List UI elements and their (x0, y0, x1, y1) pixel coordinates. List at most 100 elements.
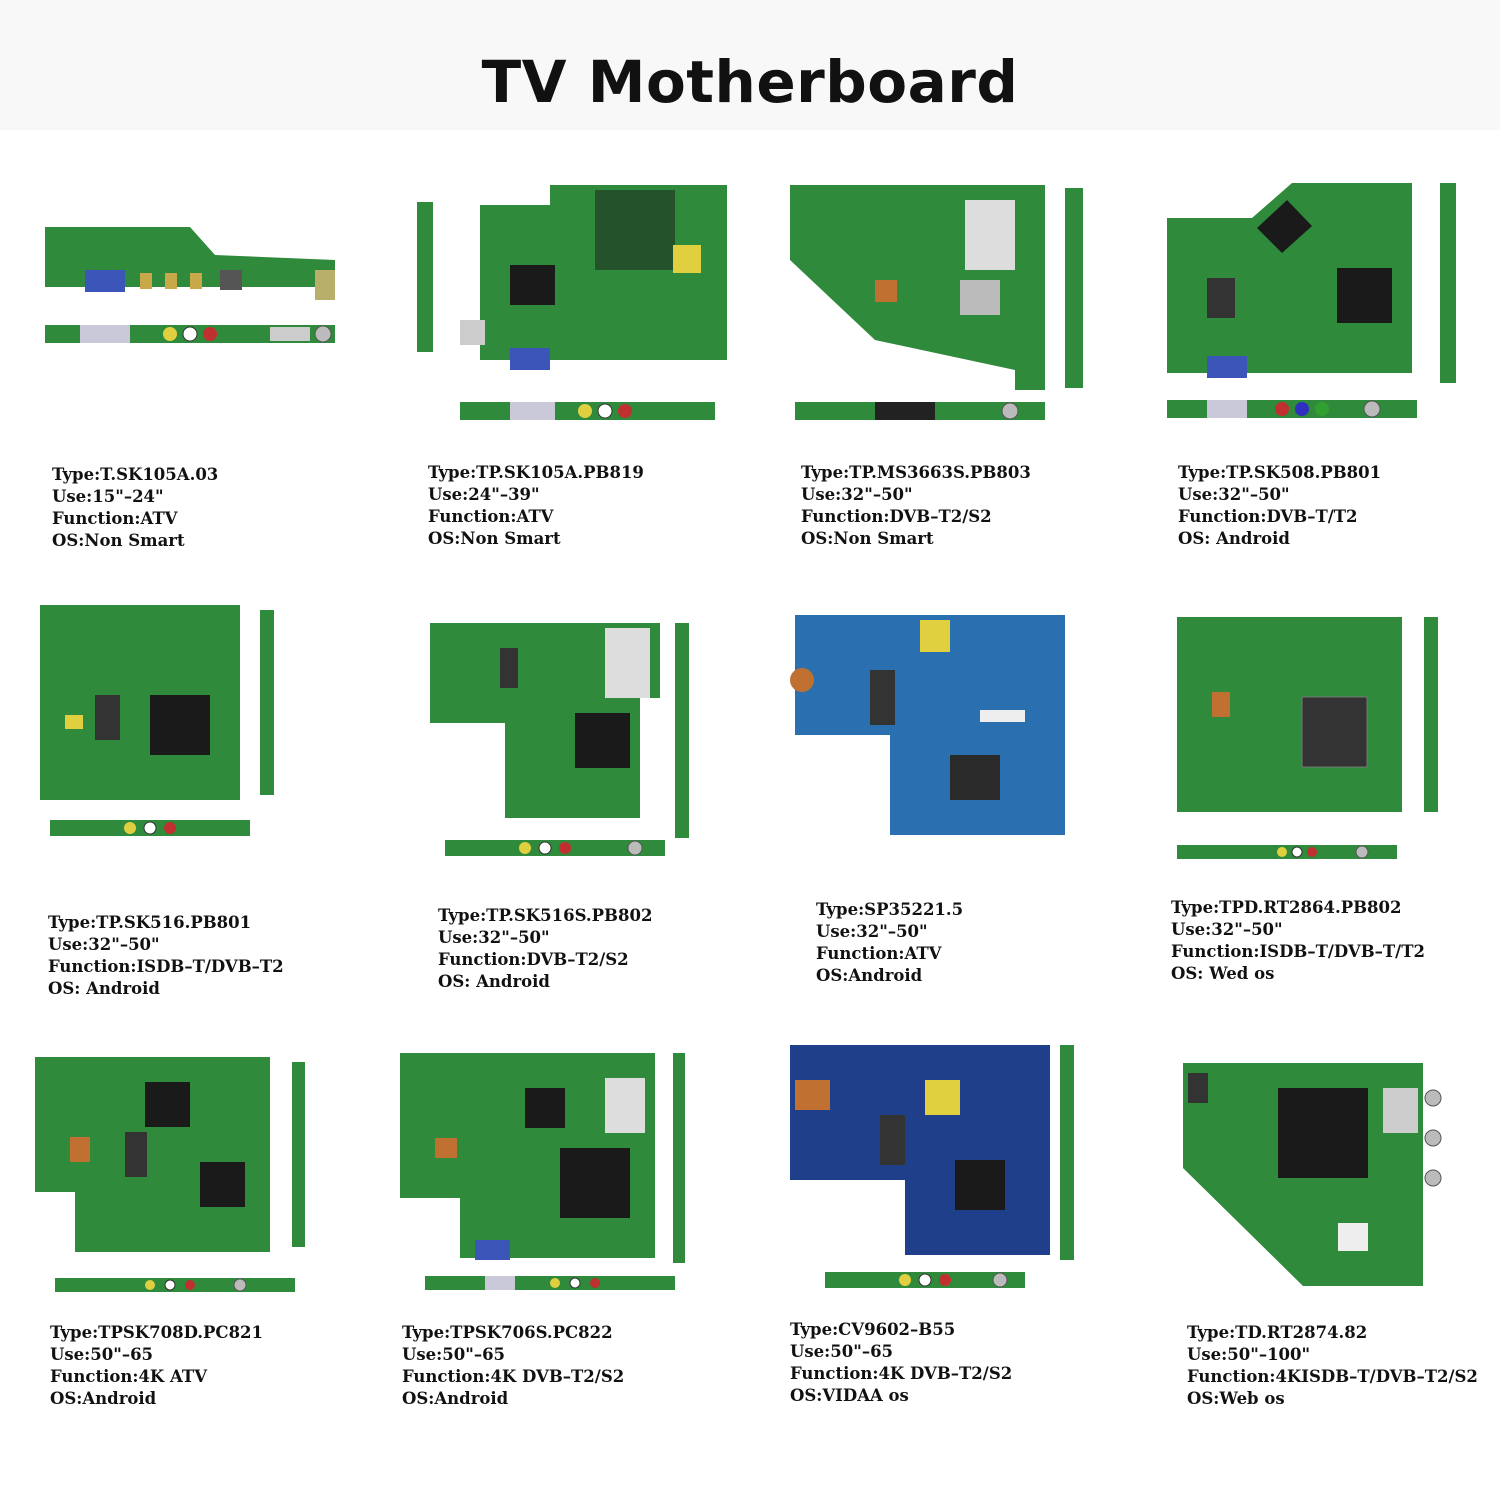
board-image (430, 623, 689, 856)
title-banner (0, 0, 1500, 130)
board-specs: Type:T.SK105A.03 Use:15"–24" Function:AT… (52, 464, 218, 552)
board-function: Function:ATV (52, 509, 178, 528)
pcb-main (1177, 617, 1402, 812)
pcb-main (790, 1045, 1050, 1255)
cpu-chip (150, 695, 210, 755)
board-specs: Type:TD.RT2874.82 Use:50"–100" Function:… (1187, 1322, 1478, 1410)
board-type: Type:CV9602–B55 (790, 1320, 956, 1339)
board-os: OS: Android (1178, 529, 1290, 548)
board-image (790, 185, 1083, 420)
board-specs: Type:TPSK708D.PC821 Use:50"–65 Function:… (50, 1322, 263, 1410)
pcb-side (1065, 188, 1083, 388)
board-use: Use:32"–50" (1171, 920, 1283, 939)
board-card (1162, 178, 1467, 423)
pcb-side (417, 202, 433, 352)
board-image (790, 1045, 1074, 1288)
board-use: Use:15"–24" (52, 487, 164, 506)
board-type: Type:TPSK708D.PC821 (50, 1323, 264, 1342)
board-os: OS:VIDAA os (790, 1386, 909, 1405)
board-specs: Type:TP.MS3663S.PB803 Use:32"–50" Functi… (801, 462, 1031, 550)
cpu-chip (1337, 268, 1392, 323)
board-specs: Type:CV9602–B55 Use:50"–65 Function:4K D… (790, 1319, 1012, 1407)
board-card (395, 1048, 690, 1293)
board-os: OS:Non Smart (428, 529, 561, 548)
pcb-side (1440, 183, 1456, 383)
board-card (40, 215, 340, 355)
board-card (1172, 612, 1447, 862)
board-use: Use:50"–65 (50, 1345, 154, 1364)
board-card (1178, 1058, 1453, 1293)
board-type: Type:SP35221.5 (816, 900, 964, 919)
board-card (790, 610, 1080, 855)
board-type: Type:TP.MS3663S.PB803 (801, 463, 1031, 482)
board-os: OS:Android (402, 1389, 509, 1408)
board-image (45, 227, 335, 343)
pcb-side (675, 623, 689, 838)
board-function: Function:4K DVB–T2/S2 (790, 1364, 1013, 1383)
board-os: OS:Android (816, 966, 923, 985)
board-function: Function:4KISDB–T/DVB–T2/S2 (1187, 1367, 1478, 1386)
vga-connector (510, 348, 550, 370)
vga-connector (1207, 356, 1247, 378)
board-use: Use:50"–65 (790, 1342, 894, 1361)
board-type: Type:TP.SK516.PB801 (48, 913, 252, 932)
board-os: OS: Android (438, 972, 550, 991)
board-card (415, 180, 730, 430)
board-image (417, 185, 727, 420)
board-specs: Type:TPD.RT2864.PB802 Use:32"–50" Functi… (1171, 897, 1425, 985)
board-function: Function:ATV (428, 507, 554, 526)
board-specs: Type:TP.SK508.PB801 Use:32"–50" Function… (1178, 462, 1381, 550)
board-use: Use:24"–39" (428, 485, 540, 504)
pcb-side (673, 1053, 685, 1263)
board-use: Use:32"–50" (1178, 485, 1290, 504)
board-image (1183, 1063, 1442, 1286)
board-specs: Type:SP35221.5 Use:32"–50" Function:ATV … (816, 899, 963, 987)
board-type: Type:TD.RT2874.82 (1187, 1323, 1368, 1342)
board-specs: Type:TP.SK516.PB801 Use:32"–50" Function… (48, 912, 284, 1000)
pcb-side (1424, 617, 1438, 812)
cpu-chip (575, 713, 630, 768)
pcb-side (1060, 1045, 1074, 1260)
board-use: Use:50"–100" (1187, 1345, 1311, 1364)
board-os: OS:Android (50, 1389, 157, 1408)
board-image (790, 615, 1065, 835)
pcb-strip (445, 840, 665, 856)
heatsink (1302, 697, 1367, 767)
cpu-chip (560, 1148, 630, 1218)
board-function: Function:DVB–T2/S2 (438, 950, 629, 969)
vga-connector (85, 270, 125, 292)
board-image (400, 1053, 685, 1290)
board-type: Type:TP.SK516S.PB802 (438, 906, 653, 925)
board-function: Function:DVB–T/T2 (1178, 507, 1358, 526)
board-type: Type:TP.SK105A.PB819 (428, 463, 644, 482)
board-function: Function:DVB–T2/S2 (801, 507, 992, 526)
board-specs: Type:TPSK706S.PC822 Use:50"–65 Function:… (402, 1322, 624, 1410)
heatsink (1278, 1088, 1368, 1178)
board-function: Function:ISDB–T/DVB–T/T2 (1171, 942, 1425, 961)
cpu-chip (960, 280, 1000, 315)
board-card (425, 618, 695, 863)
board-function: Function:4K DVB–T2/S2 (402, 1367, 625, 1386)
pcb-side (292, 1062, 305, 1247)
pcb-main (430, 623, 660, 818)
board-function: Function:4K ATV (50, 1367, 207, 1386)
cpu-chip (510, 265, 555, 305)
board-os: OS:Web os (1187, 1389, 1285, 1408)
board-os: OS: Android (48, 979, 160, 998)
board-os: OS: Wed os (1171, 964, 1275, 983)
board-use: Use:50"–65 (402, 1345, 506, 1364)
board-card (785, 180, 1090, 425)
board-image (40, 605, 274, 836)
board-specs: Type:TP.SK516S.PB802 Use:32"–50" Functio… (438, 905, 652, 993)
board-card (35, 600, 280, 840)
pcb-side (260, 610, 274, 795)
board-use: Use:32"–50" (801, 485, 913, 504)
board-image (35, 1057, 305, 1292)
board-type: Type:TP.SK508.PB801 (1178, 463, 1382, 482)
vga-connector (475, 1240, 510, 1260)
page-title: TV Motherboard (481, 48, 1019, 116)
board-os: OS:Non Smart (52, 531, 185, 550)
board-type: Type:T.SK105A.03 (52, 465, 219, 484)
board-type: Type:TPSK706S.PC822 (402, 1323, 613, 1342)
cpu-chip (200, 1162, 245, 1207)
